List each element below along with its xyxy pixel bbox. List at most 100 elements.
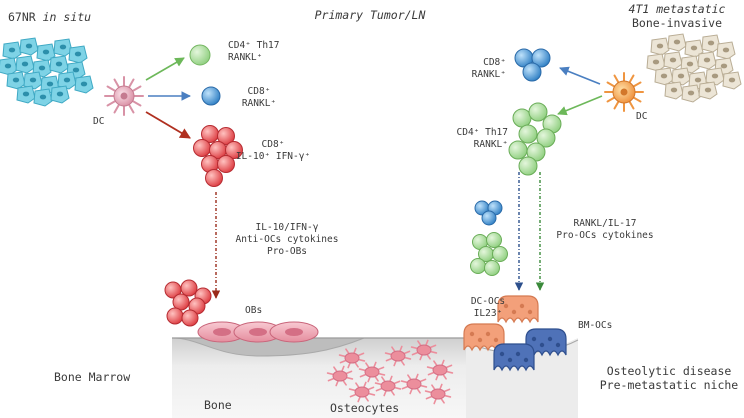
th17-cell — [470, 258, 486, 274]
tumor-cell-4t1 — [650, 37, 670, 56]
label-bone-marrow: Bone Marrow — [54, 370, 131, 384]
cd8-cell — [481, 210, 497, 226]
cd8-cluster-right — [514, 48, 551, 82]
tumor-cell-67nr — [50, 85, 70, 104]
cd8-cell — [180, 279, 198, 297]
osteocyte — [338, 347, 366, 369]
osteoclast — [497, 295, 539, 324]
tumor-cell-4t1 — [697, 51, 717, 70]
cd8-cell — [217, 127, 235, 145]
label-right-pathway-line2: Pro-OCs cytokines — [556, 230, 654, 241]
label-cd8-rankl-right-line1: CD8⁺ — [483, 57, 506, 68]
tumor-cell-67nr — [57, 71, 77, 90]
header-67nr: 67NR in situ — [8, 10, 91, 24]
tumor-cell-67nr — [15, 55, 35, 74]
tumor-cell-67nr — [74, 75, 94, 94]
tumor-cell-67nr — [33, 88, 53, 107]
arrow-dc-to-th17-right — [557, 95, 603, 116]
label-th17-left-line1: CD4⁺ Th17 — [228, 40, 280, 51]
label-obs: OBs — [245, 305, 263, 316]
label-dc-right: DC — [636, 111, 648, 122]
header-primary-tumor: Primary Tumor/LN — [314, 8, 426, 22]
th17-cluster-right — [508, 102, 562, 176]
tumor-cell-67nr — [53, 38, 73, 57]
osteocyte-cells — [326, 339, 454, 405]
osteoclast — [463, 323, 505, 352]
osteocyte — [410, 339, 438, 361]
tumor-cell-67nr — [16, 85, 36, 104]
cd8-cluster-bone-marrow — [164, 279, 212, 327]
tumor-cell-67nr — [0, 57, 18, 76]
label-bone: Bone — [204, 398, 232, 412]
label-dc-ocs-line2: IL23⁺ — [473, 308, 503, 319]
tumor-4t1-cluster — [646, 33, 742, 103]
label-th17-right: CD4⁺ Th17 RANKL⁺ — [430, 127, 508, 151]
label-left-pathway: IL-10/IFN-γ Anti-OCs cytokines Pro-OBs — [222, 222, 352, 258]
label-left-pathway-line1: IL-10/IFN-γ — [255, 222, 319, 233]
label-cd8-rankl-right-line2: RANKL⁺ — [471, 69, 506, 80]
arrow-dc-to-cd8-right — [559, 66, 601, 85]
tumor-cell-4t1 — [664, 81, 684, 100]
th17-cluster-bone-marrow-right — [470, 232, 508, 276]
label-cd8-rankl-left-line2: RANKL⁺ — [241, 98, 277, 109]
osteocyte — [424, 383, 452, 405]
tumor-cell-67nr — [68, 45, 88, 64]
label-right-pathway-line1: RANKL/IL-17 — [573, 218, 637, 229]
osteoclast-cells — [463, 295, 567, 372]
label-left-pathway-line2: Anti-OCs cytokines — [235, 234, 339, 245]
cd8-cell — [166, 307, 184, 325]
osteocyte — [426, 359, 454, 381]
th17-cell — [536, 128, 556, 148]
th17-cell — [518, 156, 538, 176]
tumor-cell-4t1 — [671, 67, 691, 86]
arrow-dc-to-th17 — [145, 57, 185, 81]
arrow-dc-to-cd8-il10 — [145, 111, 191, 139]
label-dc-left: DC — [93, 116, 105, 127]
osteocyte — [374, 375, 402, 397]
header-67nr-prefix: 67NR — [8, 10, 43, 24]
label-osteolytic-disease: Osteolytic disease Pre-metastatic niche — [594, 364, 744, 392]
tumor-cell-67nr — [6, 71, 26, 90]
label-cd8-rankl-right: CD8⁺ RANKL⁺ — [450, 57, 506, 81]
header-4t1: 4T1 metastatic Bone-invasive — [612, 2, 742, 30]
th17-cell — [484, 260, 500, 276]
osteoblast — [269, 321, 319, 343]
label-bm-ocs: BM-OCs — [578, 320, 613, 331]
label-osteolytic-line2: Pre-metastatic niche — [599, 378, 739, 392]
osteocyte — [348, 381, 376, 403]
dendritic-cell-left — [104, 76, 144, 116]
cd8-cell-left — [201, 86, 221, 106]
label-cd8-il10-line2: IL-10⁺ IFN-γ⁺ — [235, 151, 311, 162]
tumor-cell-67nr — [23, 71, 43, 90]
label-th17-right-line1: CD4⁺ Th17 — [456, 127, 508, 138]
label-left-pathway-line3: Pro-OBs — [266, 246, 308, 257]
cd8-cell — [217, 155, 235, 173]
tumor-cell-4t1 — [698, 81, 718, 100]
header-4t1-line1: 4T1 metastatic — [628, 2, 726, 16]
cd8-il10-cluster — [193, 125, 243, 187]
label-cd8-il10-line1: CD8⁺ — [261, 139, 285, 150]
osteoblast — [233, 321, 283, 343]
label-dc-ocs-line1: DC-OCs — [470, 296, 506, 307]
tumor-67nr-cluster — [0, 37, 94, 107]
label-right-pathway: RANKL/IL-17 Pro-OCs cytokines — [548, 218, 662, 242]
tumor-cell-4t1 — [716, 41, 736, 60]
tumor-cell-4t1 — [701, 34, 721, 53]
th17-cell — [512, 108, 532, 128]
osteoblast-cells — [197, 321, 319, 343]
label-dc-ocs: DC-OCs IL23⁺ — [462, 296, 514, 320]
label-th17-left: CD4⁺ Th17 RANKL⁺ — [228, 40, 279, 64]
th17-cell — [528, 102, 548, 122]
osteoclast — [493, 343, 535, 372]
cd8-cell — [522, 62, 542, 82]
tumor-cell-4t1 — [663, 51, 683, 70]
th17-cell — [508, 140, 528, 160]
osteoclast — [525, 328, 567, 357]
tumor-cell-67nr — [36, 43, 56, 62]
header-4t1-line2: Bone-invasive — [631, 16, 722, 30]
tumor-cell-4t1 — [667, 33, 687, 52]
th17-cell-left — [189, 44, 211, 66]
th17-cell — [486, 232, 502, 248]
